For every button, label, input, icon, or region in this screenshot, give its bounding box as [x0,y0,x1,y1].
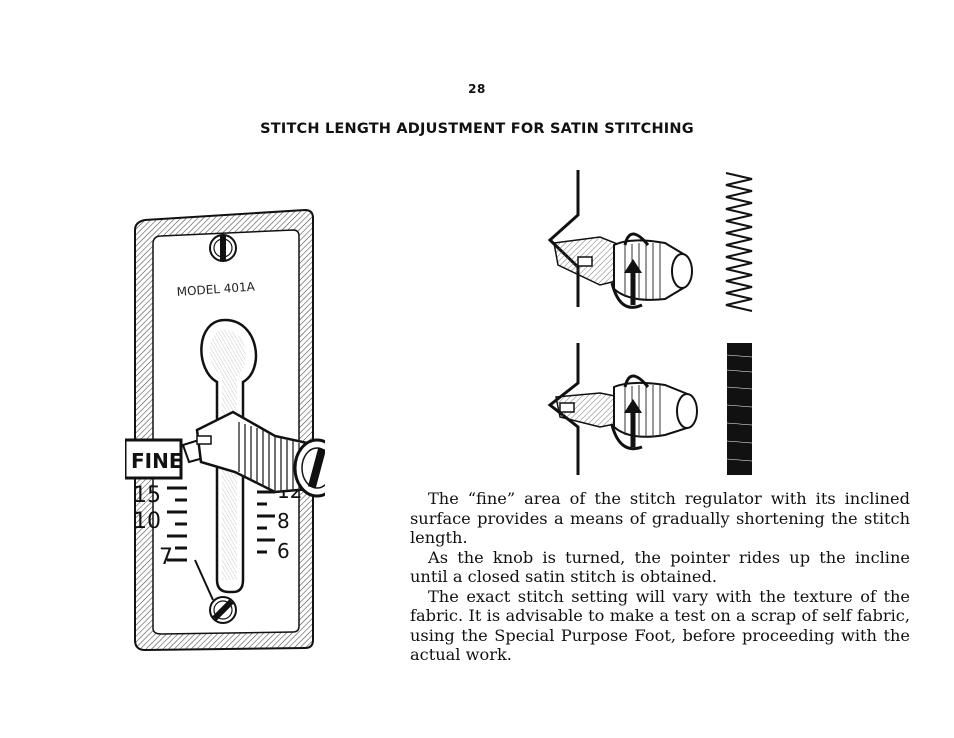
left-scale-number: 10 [133,509,161,534]
stitch-regulator-plate-illustration: MODEL 401A FINE 15 10 7 12 [123,200,341,670]
left-scale: 15 10 7 [133,483,187,570]
plate-model-label: MODEL 401A [176,280,256,299]
knob-incline-diagram-illustration [530,165,780,485]
left-scale-number: 7 [159,545,173,570]
fine-label: FINE [131,449,183,473]
paragraph: The “fine” area of the stitch regulator … [410,489,910,547]
closed-satin-stitch-sample [726,343,753,475]
bottom-screw-icon [209,596,237,624]
page-number: 28 [468,82,486,96]
top-screw-icon [209,234,237,262]
open-zigzag-stitch-sample [725,172,753,312]
right-scale-number: 6 [277,539,290,563]
right-scale-number: 8 [277,509,290,533]
paragraph: As the knob is turned, the pointer rides… [410,547,910,587]
page-title: STITCH LENGTH ADJUSTMENT FOR SATIN STITC… [260,121,694,137]
instruction-text: The “fine” area of the stitch regulator … [410,489,910,665]
paragraph: The exact stitch setting will vary with … [410,586,910,665]
left-scale-number: 15 [133,483,161,508]
lower-knob-icon [555,374,698,451]
upper-knob-icon [553,232,693,309]
